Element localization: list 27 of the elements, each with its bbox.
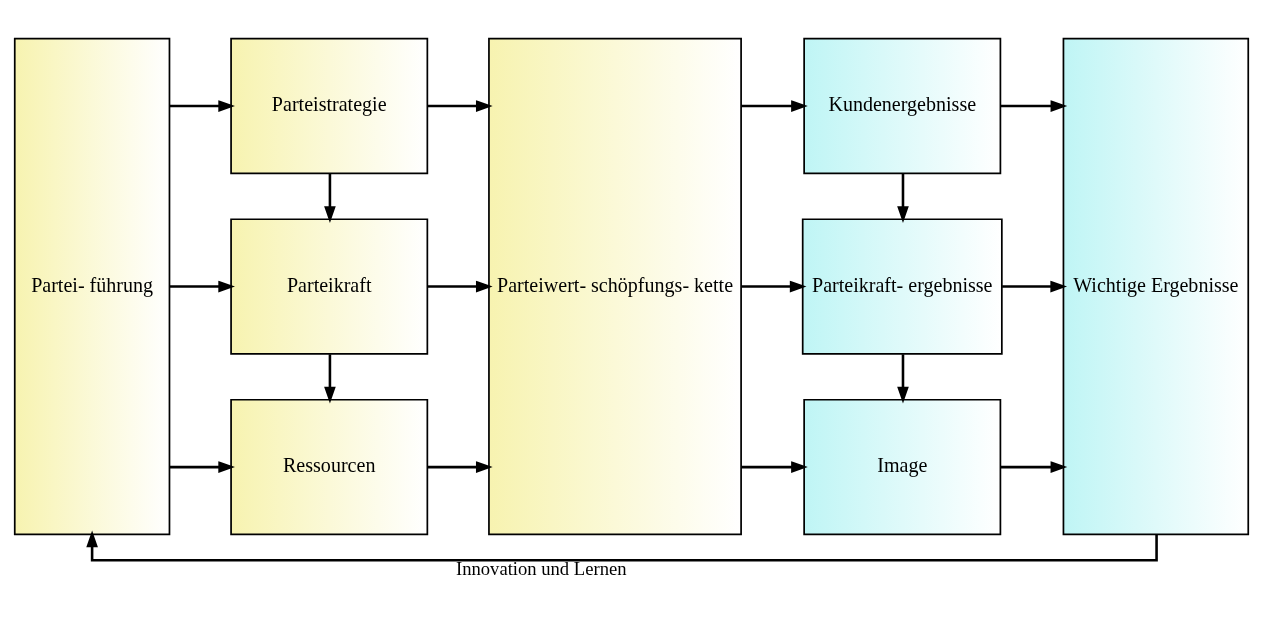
arrow	[1000, 99, 1068, 112]
node-box: Parteikraft- ergebnisse	[801, 217, 1003, 355]
arrow	[741, 280, 807, 292]
node-box: Ressourcen	[230, 398, 429, 535]
arrow	[897, 173, 909, 223]
node-box: Partei- führung	[13, 37, 171, 535]
arrow	[169, 280, 235, 292]
node-box: Parteikraft	[230, 217, 429, 355]
node-box: Kundenergebnisse	[803, 37, 1002, 174]
arrow	[427, 460, 493, 473]
arrow	[897, 353, 909, 403]
arrow	[427, 99, 493, 112]
arrow	[324, 353, 336, 403]
node-box: Image	[803, 398, 1002, 535]
arrow	[169, 460, 235, 473]
arrow	[86, 530, 1158, 561]
arrow	[1000, 460, 1068, 473]
node-box: Wichtige Ergebnisse	[1062, 37, 1250, 535]
arrow	[324, 173, 336, 223]
edge-label: Innovation und Lernen	[455, 557, 627, 579]
node-box: Parteistrategie	[230, 37, 429, 174]
node-box: Parteiwert- schöpfungs- kette	[488, 37, 742, 535]
arrow	[169, 99, 235, 112]
arrow	[741, 460, 808, 473]
arrow	[741, 99, 808, 112]
arrow	[1002, 280, 1067, 292]
arrow	[427, 280, 493, 292]
